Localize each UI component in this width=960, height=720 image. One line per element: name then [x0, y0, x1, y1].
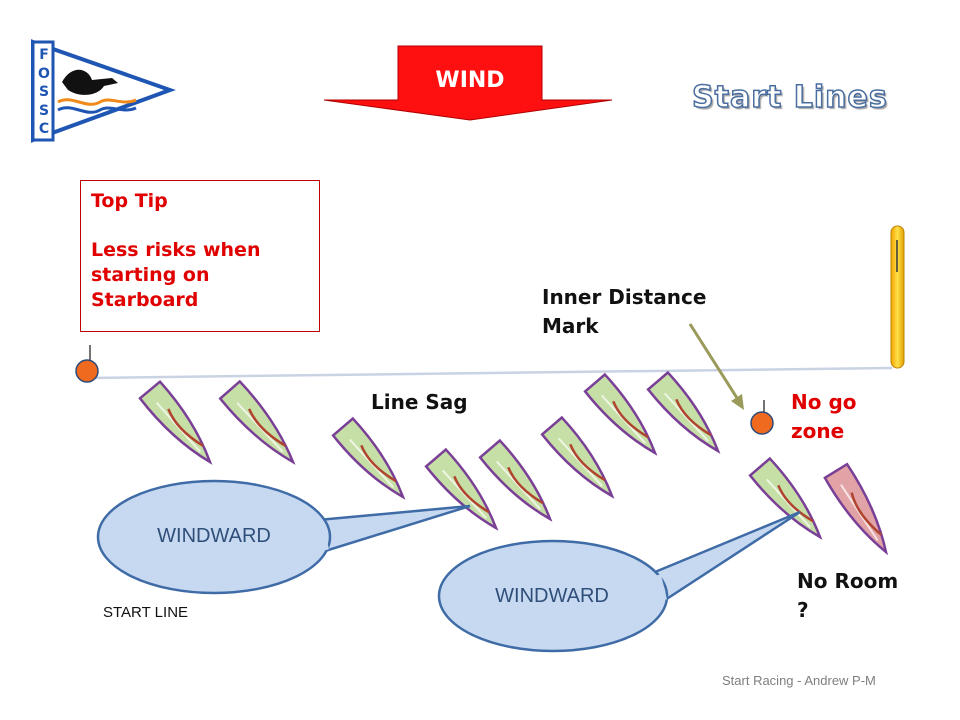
windward-right-text: WINDWARD: [495, 585, 609, 607]
start-line: [87, 366, 893, 380]
sail-icon: [850, 492, 883, 536]
pin-end-buoy-icon: [75, 345, 99, 383]
sail-icon: [453, 475, 490, 514]
line-sag-label: Line Sag: [371, 390, 468, 414]
top-tip-box: Top Tip Less risks when starting on Star…: [80, 180, 320, 332]
logo-letter: F: [39, 47, 49, 63]
boat-fleet: [138, 370, 888, 556]
sail-icon: [569, 443, 606, 482]
pointer-arrow-icon: [688, 323, 744, 410]
water-wave-icon: [57, 98, 137, 106]
page-title: Start Lines: [691, 79, 888, 116]
sail-icon: [675, 398, 712, 437]
inner-distance-buoy-icon: [750, 400, 774, 435]
logo-letter: C: [38, 121, 50, 137]
no-room-label: No Room ?: [797, 569, 899, 622]
wind-arrow-icon: [323, 45, 613, 121]
top-tip-heading: Top Tip: [91, 190, 168, 212]
sail-icon: [360, 444, 397, 483]
committee-pin-mark: [890, 225, 905, 369]
inner-distance-mark-label: Inner Distance Mark: [542, 285, 707, 338]
sail-icon: [507, 466, 544, 505]
sail-icon: [777, 484, 814, 523]
top-tip-body: Less risks when starting on Starboard: [91, 239, 261, 311]
windward-bubble-left: [96, 479, 471, 595]
windward-left-text: WINDWARD: [157, 525, 271, 547]
wind-label: WIND: [435, 68, 505, 93]
bird-icon: [62, 69, 118, 95]
sail-icon: [612, 400, 649, 439]
sail-icon: [167, 408, 204, 447]
club-logo: [31, 39, 176, 143]
credit-footer: Start Racing - Andrew P-M: [722, 673, 876, 688]
logo-letter: S: [38, 84, 50, 100]
sail-icon: [247, 408, 287, 447]
logo-letter: O: [38, 65, 50, 82]
logo-letters: F O S S C: [36, 46, 52, 139]
windward-bubble-right: [437, 510, 801, 653]
start-line-label: START LINE: [103, 604, 189, 621]
no-go-zone-label: No go zone: [791, 390, 857, 443]
logo-letter: S: [38, 102, 50, 119]
